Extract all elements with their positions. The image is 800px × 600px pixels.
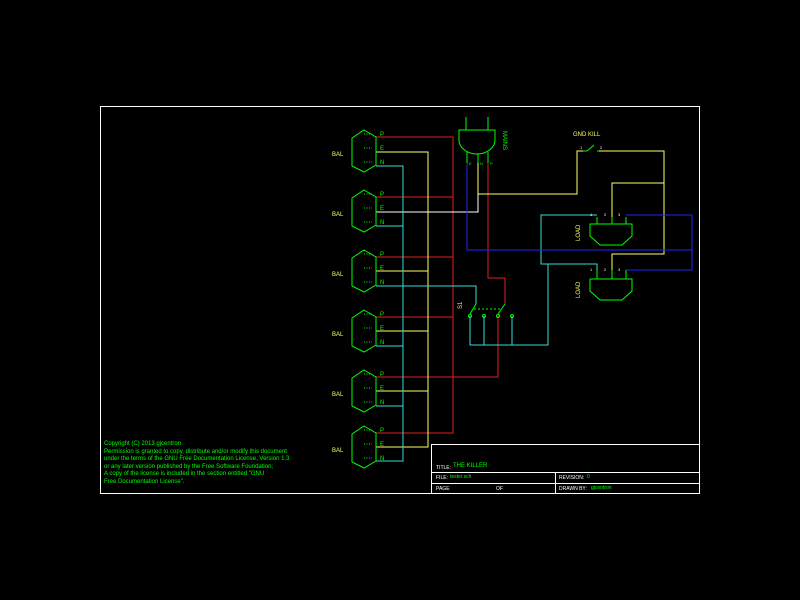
net-load	[466, 163, 693, 271]
load-2-pin-1: 1	[590, 267, 593, 272]
load-2-pin-2: 2	[604, 267, 607, 272]
title-block	[431, 444, 700, 494]
s1-switch	[468, 303, 514, 318]
bal-1-pin-e: E	[380, 146, 384, 152]
title-value: THE KILLER	[453, 463, 488, 469]
drawn-by-label: DRAWN BY:	[559, 486, 587, 492]
bal-label-6: BAL	[332, 448, 344, 454]
bal-4-pin-e: E	[380, 326, 384, 332]
load-1-pin-2: 2	[604, 212, 607, 217]
load-1-pin-3: 3	[618, 212, 621, 217]
bal-6-pin-n: N	[380, 456, 384, 462]
page-label: PAGE	[436, 486, 450, 492]
bal-connector-5	[351, 369, 377, 413]
bal-2-pin-e: E	[380, 206, 384, 212]
file-value: tester.sch	[450, 474, 472, 480]
load-1-pin-1: 1	[590, 212, 593, 217]
bal-6-pin-e: E	[380, 442, 384, 448]
bal-3-pin-e: E	[380, 266, 384, 272]
bal-connector-1	[351, 129, 377, 173]
mains-pin-n: N	[480, 161, 483, 166]
bal-5-pin-e: E	[380, 386, 384, 392]
bal-connector-3	[351, 249, 377, 293]
bal-1-pin-p: P	[380, 132, 384, 138]
load-label-1: LOAD	[576, 224, 582, 241]
gnd-kill-pin-1: 1	[580, 145, 583, 150]
net-n	[376, 165, 598, 462]
bal-1-pin-n: N	[380, 160, 384, 166]
bal-label-5: BAL	[332, 392, 344, 398]
load-socket-1	[589, 217, 633, 246]
revision-label: REVISION:	[559, 475, 584, 481]
gnd-kill-label: GND KILL	[573, 132, 601, 138]
file-label: FILE:	[436, 475, 448, 481]
bal-3-pin-n: N	[380, 280, 384, 286]
bal-connector-4	[351, 309, 377, 353]
of-label: OF	[496, 486, 503, 492]
bal-label-4: BAL	[332, 332, 344, 338]
mains-pin-p: P	[490, 161, 493, 166]
bal-connector-6	[351, 425, 377, 469]
net-p	[376, 136, 506, 434]
mains-pin-e: E	[469, 161, 472, 166]
bal-connector-2	[351, 189, 377, 233]
bal-4-pin-p: P	[380, 312, 384, 318]
bal-label-3: BAL	[332, 272, 344, 278]
revision-value: 0	[587, 474, 590, 480]
mains-label: MAINS	[501, 131, 507, 150]
bal-3-pin-p: P	[380, 252, 384, 258]
bal-5-pin-n: N	[380, 400, 384, 406]
bal-label-2: BAL	[332, 212, 344, 218]
copyright-notice: Copyright (C) 2013 gjcentron Permission …	[104, 441, 290, 485]
bal-2-pin-p: P	[380, 192, 384, 198]
bal-5-pin-p: P	[380, 372, 384, 378]
load-2-pin-3: 3	[618, 267, 621, 272]
gnd-kill-pin-2: 2	[600, 145, 603, 150]
mains-plug	[458, 117, 496, 163]
load-label-2: LOAD	[576, 281, 582, 298]
drawn-by-value: gjcentron	[591, 485, 612, 491]
net-e	[376, 150, 665, 448]
bal-label-1: BAL	[332, 152, 344, 158]
bal-6-pin-p: P	[380, 428, 384, 434]
title-label: TITLE:	[436, 465, 451, 471]
gnd-kill-switch	[583, 144, 599, 152]
bal-4-pin-n: N	[380, 340, 384, 346]
load-socket-2	[589, 270, 633, 301]
net-e-link	[376, 194, 479, 213]
s1-label: S1	[458, 301, 464, 309]
drawing-frame	[100, 106, 700, 494]
bal-2-pin-n: N	[380, 220, 384, 226]
